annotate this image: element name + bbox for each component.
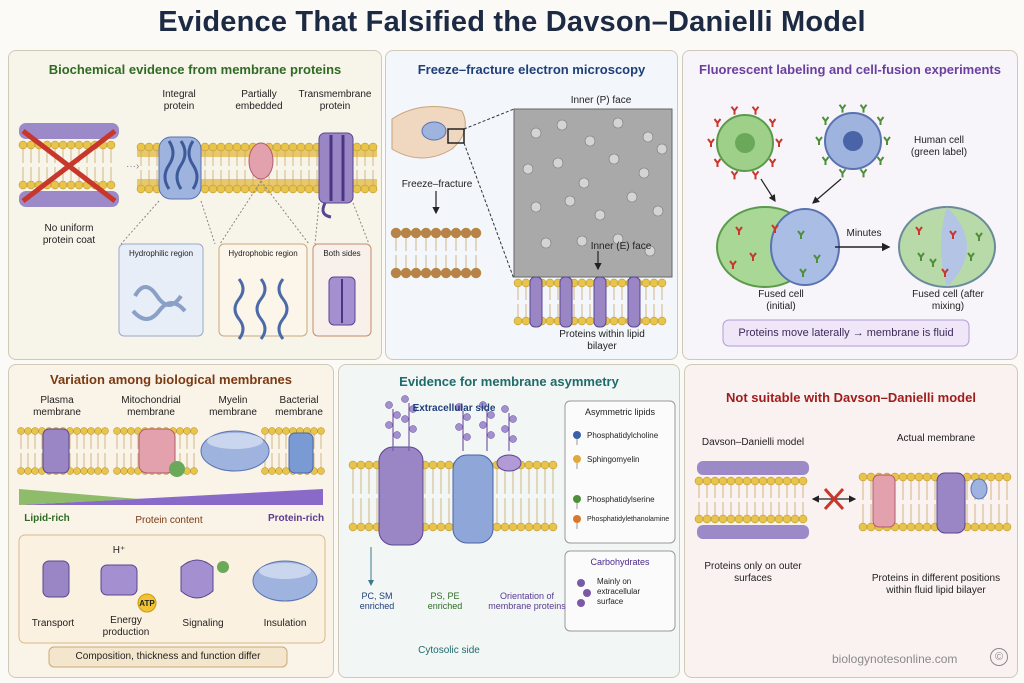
label-protein-rich: Protein-rich	[267, 513, 325, 524]
copyright-icon: ©	[990, 648, 1008, 666]
asymmetry-illustration	[348, 395, 676, 632]
actual-caption: Proteins in different positions within f…	[871, 573, 1001, 596]
label-h-plus: H⁺	[112, 545, 126, 556]
label-dd-model: Davson–Danielli model	[701, 437, 805, 448]
panel-asymmetry: Evidence for membrane asymmetry Extracel…	[338, 364, 680, 678]
panel-freeze-fracture: Freeze–fracture electron microscopy Inne…	[385, 50, 678, 360]
dd-caption: Proteins only on outer surfaces	[704, 561, 802, 584]
label-proteins: Proteins within lipid bilayer	[559, 329, 645, 352]
cell-fusion-illustration	[707, 104, 996, 347]
label-integral: Integral protein	[162, 89, 196, 112]
freeze-fracture-illustration	[390, 106, 673, 328]
label-fused-initial: Fused cell (initial)	[758, 289, 804, 312]
label-lipid-rich: Lipid-rich	[24, 513, 70, 524]
label-inner-e: Inner (E) face	[590, 241, 652, 252]
label-partial: Partially embedded	[235, 89, 283, 112]
label-plasma: Plasma membrane	[33, 395, 81, 418]
label-transport: Transport	[31, 618, 75, 629]
davson-danielli-bilayer	[18, 123, 119, 207]
box-both-sides-label: Both sides	[323, 249, 361, 258]
label-transmembrane: Transmembrane protein	[298, 89, 372, 112]
summary-banner: Composition, thickness and function diff…	[75, 651, 261, 662]
panel-title: Biochemical evidence from membrane prote…	[48, 62, 342, 77]
panel-title: Fluorescent labeling and cell-fusion exp…	[699, 62, 1001, 77]
label-orientation: Orientation of membrane proteins	[488, 591, 566, 611]
label-cytosolic: Cytosolic side	[418, 645, 480, 656]
label-bacterial: Bacterial membrane	[275, 395, 323, 418]
model-comparison-illustration	[694, 461, 1012, 539]
panel-title: Freeze–fracture electron microscopy	[417, 62, 646, 77]
label-insulation: Insulation	[263, 618, 307, 629]
label-mito: Mitochondrial membrane	[121, 395, 181, 418]
label-atp: ATP	[139, 599, 155, 608]
label-pc-sm: PC, SM enriched	[359, 591, 395, 611]
panel-not-suitable: Not suitable with Davson–Danielli model …	[684, 364, 1018, 678]
box-hydrophilic-label: Hydrophilic region	[128, 249, 194, 258]
membrane-variation-illustration	[17, 427, 326, 668]
panel-title: Not suitable with Davson–Danielli model	[726, 390, 976, 405]
panel-cell-fusion: Fluorescent labeling and cell-fusion exp…	[682, 50, 1018, 360]
legend-title: Asymmetric lipids	[584, 407, 655, 417]
label-signaling: Signaling	[182, 618, 224, 629]
legend-pe: Phosphatidylethanolamine	[587, 516, 670, 523]
panel-title: Variation among biological membranes	[49, 372, 292, 387]
label-fused-after: Fused cell (after mixing)	[912, 289, 984, 312]
label-energy: Energy production	[102, 615, 150, 638]
legend-sm: Sphingomyelin	[587, 455, 640, 464]
label-extracellular: Extracellular side	[412, 403, 496, 414]
conclusion-banner: Proteins move laterally → membrane is fl…	[738, 327, 954, 339]
label-freeze: Freeze–fracture	[401, 179, 473, 190]
page-title: Evidence That Falsified the Davson–Danie…	[158, 6, 866, 38]
carb-title: Carbohydrates	[590, 557, 650, 567]
label-ps-pe: PS, PE enriched	[427, 591, 463, 611]
label-no-coat: No uniform protein coat	[42, 223, 96, 246]
panel-variation: Variation among biological membranes Pla…	[8, 364, 334, 678]
label-actual: Actual membrane	[896, 433, 976, 444]
panel-title: Evidence for membrane asymmetry	[399, 374, 619, 389]
panel-biochemical: Biochemical evidence from membrane prote…	[8, 50, 382, 360]
label-human-cell: Human cell (green label)	[910, 135, 968, 158]
legend-pc: Phosphatidylcholine	[587, 431, 659, 440]
membrane-protein-illustration: ···›	[18, 123, 378, 340]
watermark: biologynotesonline.com	[832, 652, 958, 666]
legend-ps: Phosphatidylserine	[587, 495, 655, 504]
svg-text:···›: ···›	[126, 161, 139, 172]
label-minutes: Minutes	[846, 228, 882, 239]
bilayer-with-proteins	[136, 132, 378, 219]
carb-text: Mainly on extracellular surface	[597, 577, 641, 606]
label-protein-content: Protein content	[135, 515, 203, 526]
label-inner-p: Inner (P) face	[570, 95, 632, 106]
label-myelin: Myelin membrane	[209, 395, 257, 418]
box-hydrophobic-label: Hydrophobic region	[228, 249, 298, 258]
